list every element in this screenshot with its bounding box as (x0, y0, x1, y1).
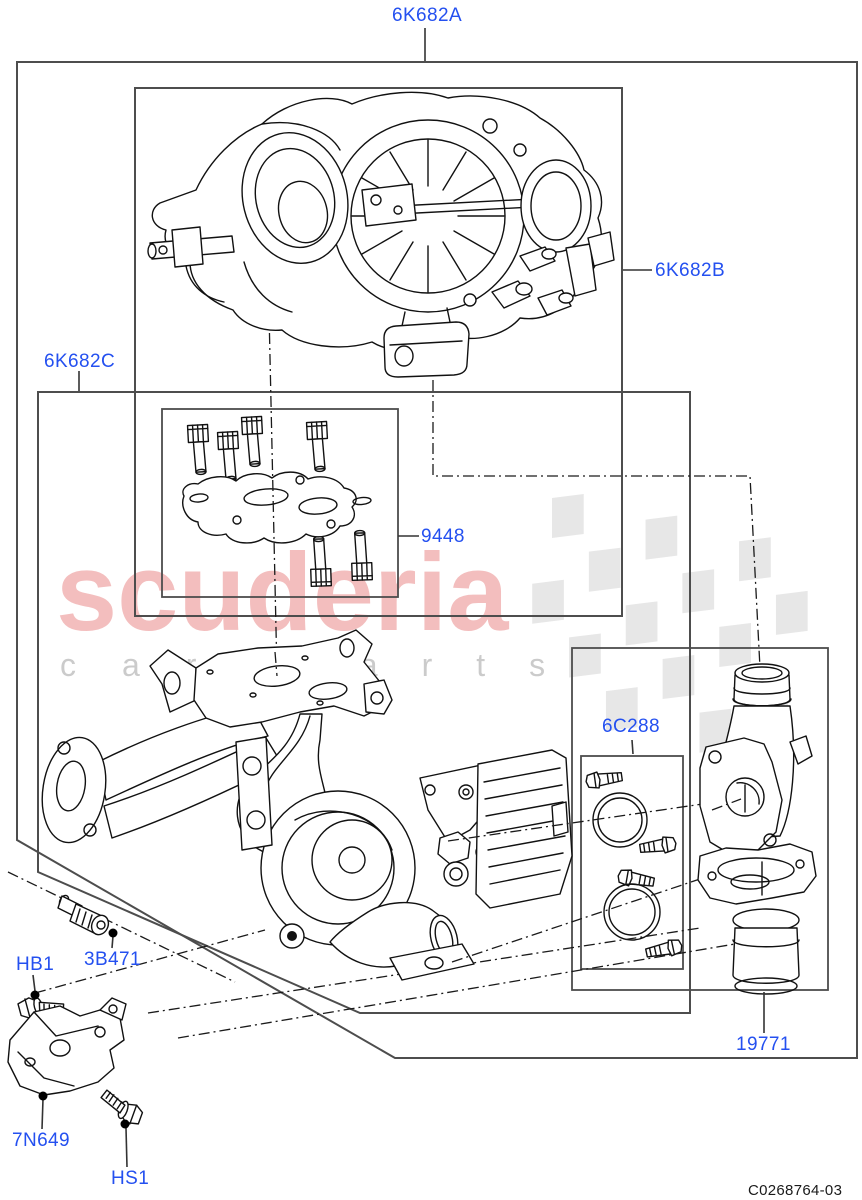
part-label-7N649[interactable]: 7N649 (12, 1130, 70, 1151)
drawing-number: C0268764-03 (748, 1182, 843, 1199)
leader-lines-dashed-front (7, 798, 738, 994)
illustration-oring-kit-6C288 (584, 768, 685, 962)
part-label-9448[interactable]: 9448 (421, 526, 465, 547)
box-6K682A (16, 61, 858, 1059)
box-6C288-inner (580, 755, 684, 970)
illustration-manifold-turbo-assembly (41, 629, 573, 981)
illustration-turbocharger-assembly (147, 91, 615, 378)
label-ticks-and-dots (30, 28, 765, 1168)
bolt-HS1 (95, 1088, 147, 1128)
part-label-6K682B[interactable]: 6K682B (655, 260, 726, 281)
watermark-brand-text: scuderia (56, 531, 509, 654)
box-9448 (161, 408, 399, 598)
box-6K682B (134, 87, 623, 617)
box-6K682C (37, 391, 691, 1014)
box-6C288 (571, 647, 829, 991)
illustration-bracket-and-bolts (7, 894, 147, 1128)
part-label-19771[interactable]: 19771 (736, 1034, 791, 1055)
part-label-6K682C[interactable]: 6K682C (44, 351, 116, 372)
illustration-gasket-kit-9448 (182, 415, 374, 588)
stud-3B471 (57, 894, 110, 936)
callout-boxes (16, 61, 858, 1059)
part-label-6C288[interactable]: 6C288 (602, 716, 660, 737)
part-label-3B471[interactable]: 3B471 (84, 949, 141, 970)
part-label-6K682A[interactable]: 6K682A (392, 5, 463, 26)
illustration-egr-tube-19771 (697, 663, 817, 995)
part-label-HB1[interactable]: HB1 (16, 954, 55, 975)
part-label-HS1[interactable]: HS1 (111, 1168, 150, 1189)
bracket-7N649 (7, 997, 127, 1096)
